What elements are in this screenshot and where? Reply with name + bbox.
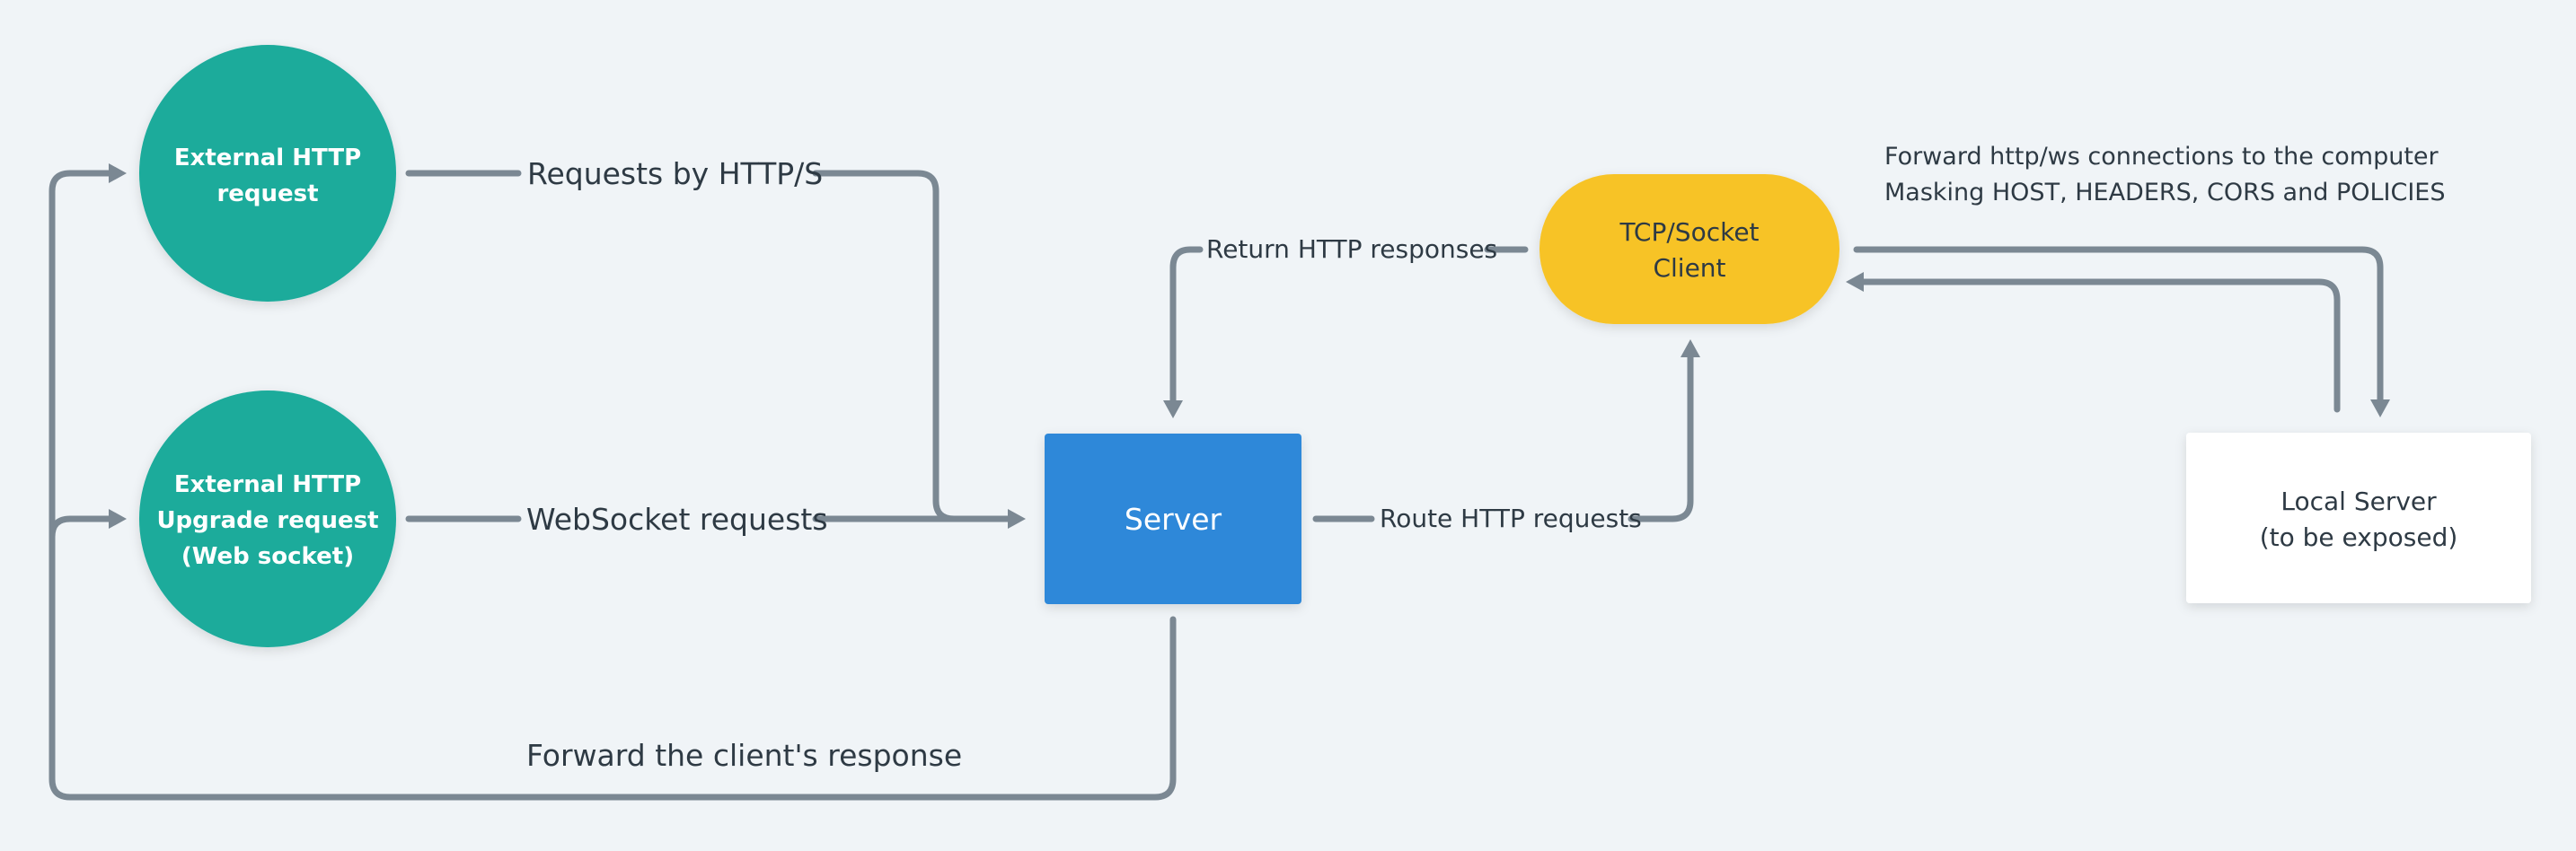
edge-label-forward-connections-line-2: Masking HOST, HEADERS, CORS and POLICIES [1884,179,2446,206]
external-upgrade-label-line-3: (Web socket) [181,543,354,570]
edge-label-route-http: Route HTTP requests [1380,504,1642,533]
external-http-label-line-1: External HTTP [174,145,361,171]
tcp-client-node: TCP/Socket Client [1539,174,1839,324]
external-upgrade-label-line-2: Upgrade request [156,507,378,534]
arrowhead-local-server-top [2370,399,2390,417]
server-label: Server [1125,502,1222,537]
edge-label-forward-connections-line-1: Forward http/ws connections to the compu… [1884,143,2439,171]
edge-label-websocket-requests: WebSocket requests [526,502,828,537]
arrowhead-external-upgrade [109,509,127,529]
edge-requests-http [405,170,1014,522]
local-server-label-line-1: Local Server [2280,487,2437,516]
edge-forward-connections-back [1859,278,2341,413]
arrowhead-server-top [1163,400,1183,418]
edge-forward-connections-out [1853,246,2384,405]
edge-return-http [1169,246,1529,406]
external-http-label-line-2: request [216,180,318,207]
tcp-client-label-line-1: TCP/Socket [1619,217,1759,247]
edge-route-http [1312,351,1694,522]
external-upgrade-node: External HTTP Upgrade request (Web socke… [139,390,396,647]
arrowhead-server-left [1008,509,1026,529]
local-server-label-line-2: (to be exposed) [2260,522,2458,552]
external-http-node: External HTTP request [139,45,396,302]
arrowhead-tcp-bottom [1681,339,1700,357]
tcp-client-label-line-2: Client [1653,253,1725,283]
edge-label-forward-response: Forward the client's response [526,738,962,773]
local-server-node: Local Server (to be exposed) [2186,433,2531,603]
edge-forward-response [49,170,1177,801]
edge-label-return-http: Return HTTP responses [1206,234,1497,264]
external-upgrade-label-line-1: External HTTP [174,471,361,498]
arrowhead-external-http [109,163,127,183]
arrowhead-tcp-right [1846,272,1864,292]
server-node: Server [1045,434,1301,604]
edge-label-requests-http: Requests by HTTP/S [527,156,823,191]
